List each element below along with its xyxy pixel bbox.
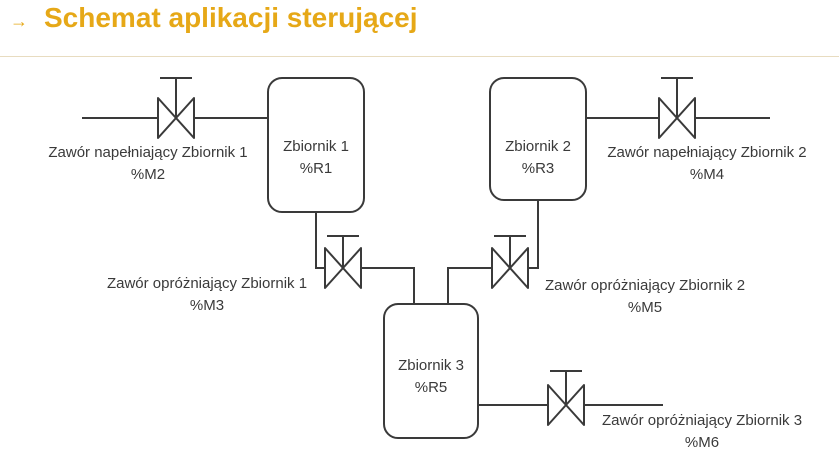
valve-icon — [547, 370, 585, 426]
tank-1 — [267, 77, 365, 213]
valve-marker: %M6 — [685, 434, 719, 451]
tank-name: Zbiornik 3 — [398, 357, 464, 374]
valve-marker: %M3 — [190, 297, 224, 314]
tank-register: %R3 — [522, 160, 555, 177]
valve-icon — [491, 235, 529, 289]
tank-register: %R1 — [300, 160, 333, 177]
valve-icon — [324, 235, 362, 289]
valve-icon — [658, 77, 696, 139]
arrow-right-icon: → — [10, 11, 28, 31]
page-title: Schemat aplikacji sterującej — [44, 2, 418, 33]
valve-marker: %M2 — [131, 166, 165, 183]
tank-name: Zbiornik 2 — [505, 138, 571, 155]
valve-label: Zawór napełniający Zbiornik 2 — [607, 144, 806, 161]
valve-marker: %M4 — [690, 166, 724, 183]
valve-label: Zawór opróżniający Zbiornik 3 — [602, 412, 802, 429]
valve-marker: %M5 — [628, 299, 662, 316]
valve-label: Zawór opróżniający Zbiornik 2 — [545, 277, 745, 294]
valve-icon — [157, 77, 195, 139]
tank-register: %R5 — [415, 379, 448, 396]
valve-label: Zawór napełniający Zbiornik 1 — [48, 144, 247, 161]
slide-header: → Schemat aplikacji sterującej — [0, 0, 839, 57]
tank-3 — [383, 303, 479, 439]
tank-2 — [489, 77, 587, 201]
pipe-outlet-1 — [315, 212, 415, 304]
valve-label: Zawór opróżniający Zbiornik 1 — [107, 275, 307, 292]
tank-name: Zbiornik 1 — [283, 138, 349, 155]
